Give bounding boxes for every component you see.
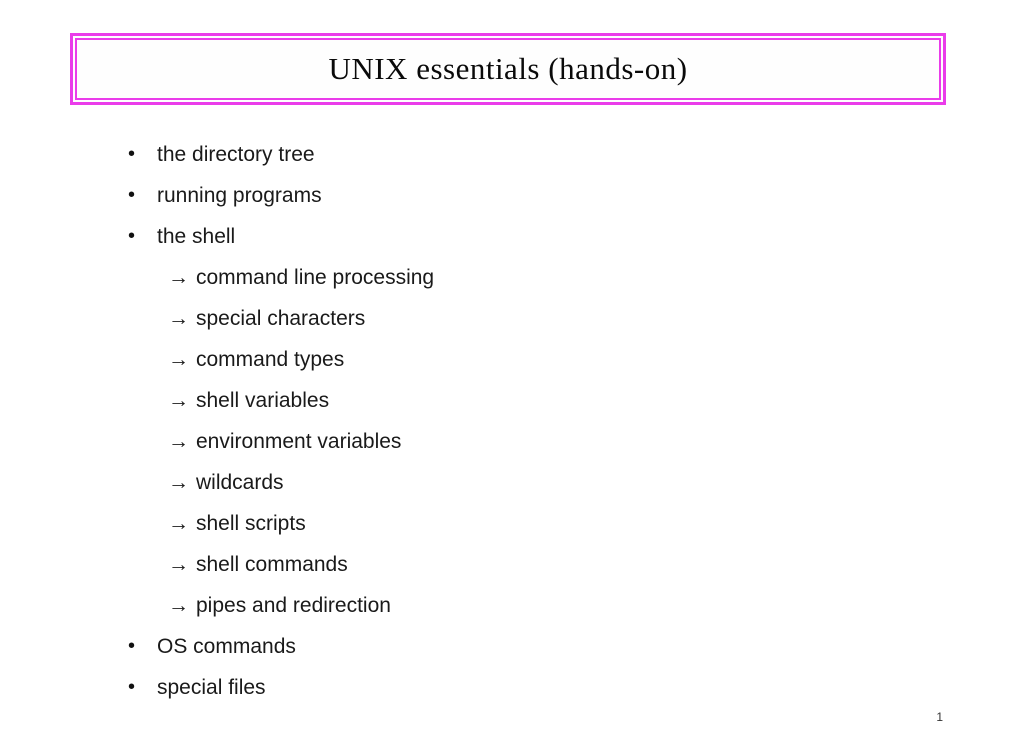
bullet-icon: • — [128, 184, 136, 206]
arrow-icon: → — [168, 552, 189, 576]
arrow-icon: → — [168, 388, 189, 412]
list-item-label: pipes and redirection — [196, 593, 391, 617]
list-item: • OS commands — [0, 626, 1023, 667]
list-item-label: command line processing — [196, 265, 435, 289]
list-item-label: shell scripts — [196, 511, 306, 535]
list-item-label: shell commands — [196, 552, 348, 576]
arrow-icon: → — [168, 265, 189, 289]
list-item-label: wildcards — [196, 470, 284, 494]
list-item: • the directory tree — [0, 134, 1023, 175]
list-item: • running programs — [0, 175, 1023, 216]
list-item: → shell commands — [0, 544, 1023, 585]
list-item-label: the directory tree — [157, 142, 315, 166]
title-box: UNIX essentials (hands-on) — [70, 33, 946, 105]
list-item-label: the shell — [157, 224, 236, 248]
bullet-list: • the directory tree • running programs … — [0, 134, 1023, 708]
arrow-icon: → — [168, 511, 189, 535]
bullet-icon: • — [128, 143, 136, 165]
title-box-inner-border: UNIX essentials (hands-on) — [75, 38, 941, 100]
bullet-icon: • — [128, 225, 136, 247]
list-item: → shell variables — [0, 380, 1023, 421]
bullet-icon: • — [128, 676, 136, 698]
arrow-icon: → — [168, 593, 189, 617]
list-item-label: command types — [196, 347, 345, 371]
arrow-icon: → — [168, 470, 189, 494]
list-item: → command types — [0, 339, 1023, 380]
list-item: • the shell — [0, 216, 1023, 257]
bullet-icon: • — [128, 635, 136, 657]
list-item-label: environment variables — [196, 429, 402, 453]
arrow-icon: → — [168, 306, 189, 330]
list-item-label: shell variables — [196, 388, 330, 412]
list-item: → command line processing — [0, 257, 1023, 298]
list-item-label: OS commands — [157, 634, 296, 658]
page-title: UNIX essentials (hands-on) — [328, 51, 688, 86]
list-item: → shell scripts — [0, 503, 1023, 544]
list-item: → pipes and redirection — [0, 585, 1023, 626]
list-item: → wildcards — [0, 462, 1023, 503]
list-item: • special files — [0, 667, 1023, 708]
page-number: 1 — [936, 710, 943, 724]
list-item-label: running programs — [157, 183, 322, 207]
list-item-label: special files — [157, 675, 266, 699]
list-item: → special characters — [0, 298, 1023, 339]
list-item: → environment variables — [0, 421, 1023, 462]
arrow-icon: → — [168, 347, 189, 371]
list-item-label: special characters — [196, 306, 366, 330]
arrow-icon: → — [168, 429, 189, 453]
